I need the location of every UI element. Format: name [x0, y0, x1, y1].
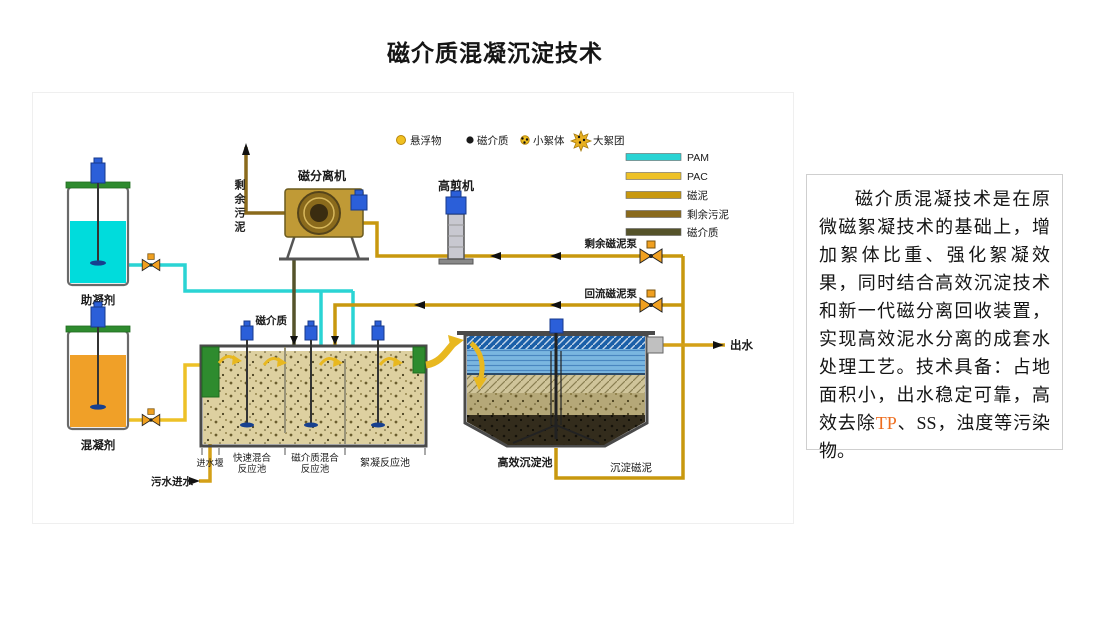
surplus-sludge-vertical-label: 剩余污泥: [233, 179, 245, 235]
legend-suspended-solids: 悬浮物: [410, 134, 442, 147]
coagulant-aid-label: 助凝剂: [81, 293, 116, 307]
sewage-inlet-label: 污水进水: [151, 475, 193, 488]
sedimentation-tank-label: 高效沉淀池: [498, 455, 553, 469]
return-sludge-pump: [639, 289, 663, 313]
large-floc-icon: [569, 129, 593, 153]
description-before: 磁介质混凝技术是在原微磁絮凝技术的基础上，增加絮体比重、强化絮凝效果，同时结合高…: [819, 189, 1050, 433]
process-diagram: 悬浮物 磁介质 小絮体 大絮团: [32, 92, 794, 524]
return-sludge-pump-label: 回流磁泥泵: [585, 287, 638, 300]
flow-arrowheads-yellow: [232, 355, 403, 367]
page-title: 磁介质混凝沉淀技术: [387, 40, 603, 66]
settled-sludge-label: 沉淀磁泥: [610, 461, 652, 474]
coagulant-label: 混凝剂: [81, 438, 116, 452]
line-legend: PAM PAC 磁泥 剩余污泥 磁介质: [625, 152, 729, 239]
magnetic-separator-label: 磁分离机: [297, 168, 346, 183]
tp-highlight: TP: [875, 413, 897, 433]
outlet-block: [412, 346, 426, 374]
high-shear-motor-icon: [445, 196, 467, 215]
media-mix-label-1: 磁介质混合: [291, 452, 339, 464]
high-shear-machine: 高剪机: [438, 178, 474, 265]
media-mix-label-2: 反应池: [301, 463, 330, 475]
inlet-weir-block: [201, 346, 220, 398]
flow-arrows-black: [189, 143, 724, 485]
legend-bar-magnetic-sludge: [625, 191, 682, 199]
description-panel: 磁介质混凝技术是在原微磁絮凝技术的基础上，增加絮体比重、强化絮凝效果，同时结合高…: [806, 174, 1063, 461]
legend-bar-pac: [625, 172, 682, 180]
inlet-weir-label: 进水堰: [196, 457, 223, 468]
high-shear-label: 高剪机: [438, 178, 474, 193]
surplus-sludge-pump: [639, 240, 663, 264]
legend-label-surplus-sludge: 剩余污泥: [687, 208, 729, 221]
separator-motor-icon: [350, 194, 368, 211]
mixer-motor-icon: [90, 162, 106, 184]
legend-label-magnetic-sludge: 磁泥: [687, 189, 708, 202]
flow-legend: 悬浮物 磁介质 小絮体 大絮团: [396, 129, 625, 153]
legend-label-pam: PAM: [687, 152, 709, 164]
legend-bar-pam: [625, 153, 682, 161]
small-floc-icon: [520, 135, 530, 145]
section-ticks: [201, 448, 426, 455]
inlet-arrowhead: [473, 377, 487, 390]
coagulant-tank: 混凝剂: [65, 301, 161, 452]
surplus-sludge-pump-label: 剩余磁泥泵: [585, 237, 638, 250]
legend-bar-magnetic-media: [625, 228, 682, 236]
transfer-arrowhead: [448, 335, 464, 350]
transfer-arrow: [425, 341, 456, 369]
rapid-mix-label-1: 快速混合: [233, 452, 272, 464]
rapid-mix-label-2: 反应池: [238, 463, 267, 475]
coagulant-aid-tank: 助凝剂: [65, 157, 161, 307]
sedimentation-tank: [457, 318, 664, 448]
effluent-launder: [646, 336, 664, 354]
magnetic-media-dot-icon: [466, 136, 474, 144]
scraper-motor-icon: [549, 318, 564, 334]
legend-large-floc: 大絮团: [593, 134, 625, 147]
legend-label-magnetic-media: 磁介质: [687, 226, 719, 239]
flocculation-tank-label: 絮凝反应池: [360, 456, 410, 469]
effluent-label: 出水: [730, 338, 753, 352]
magnetic-separator: 磁分离机: [279, 168, 369, 261]
description-text: 磁介质混凝技术是在原微磁絮凝技术的基础上，增加絮体比重、强化絮凝效果，同时结合高…: [819, 185, 1050, 465]
magnetic-media-feed-label: 磁介质: [256, 314, 288, 327]
dosing-pump-icon: [141, 408, 161, 427]
inlet-arrow: [469, 341, 485, 382]
legend-magnetic-media: 磁介质: [477, 134, 509, 147]
mixer-motor-icon: [90, 306, 106, 328]
dosing-pump-icon: [141, 253, 161, 272]
suspended-solids-icon: [396, 135, 406, 145]
reaction-mixers: [240, 320, 385, 428]
description-after: 、SS，浊度等污染物。: [819, 413, 1050, 461]
process-diagram-svg: 悬浮物 磁介质 小絮体 大絮团: [65, 129, 753, 488]
legend-bar-surplus-sludge: [625, 210, 682, 218]
reaction-tank: [199, 320, 428, 448]
legend-label-pac: PAC: [687, 171, 708, 183]
legend-small-floc: 小絮体: [533, 134, 565, 147]
